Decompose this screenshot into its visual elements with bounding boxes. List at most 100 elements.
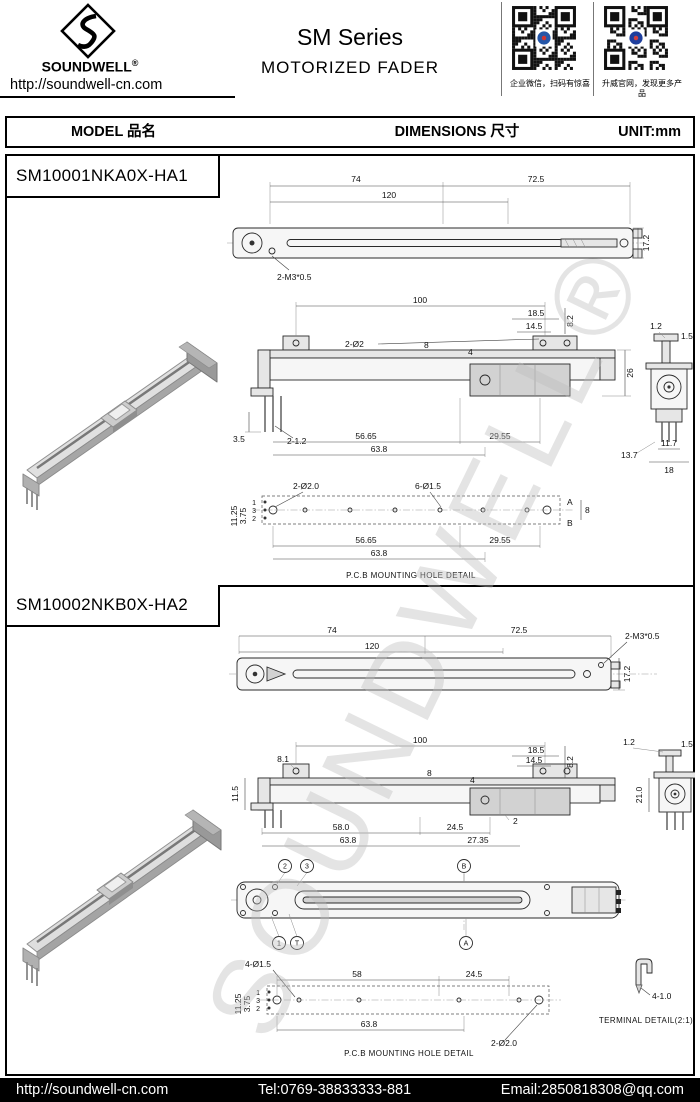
divider bbox=[593, 2, 594, 96]
pcb-dimensions: 2-Ø2.0 6-Ø1.5 11.25 3.75 1 3 2 A B 8 56.… bbox=[229, 481, 590, 562]
drawing-bottom-view-2: 2 3 B 1 T A bbox=[231, 859, 627, 950]
qr-finder-patterns bbox=[604, 6, 668, 70]
product-photo-2 bbox=[22, 809, 222, 986]
pin-label: 3 bbox=[256, 998, 260, 1005]
side-view-dimensions: 100 18.5 14.5 8.2 8.1 8 4 11.5 2 bbox=[230, 736, 575, 847]
dim-label: 8.1 bbox=[277, 754, 289, 764]
end-view-body bbox=[645, 333, 693, 442]
top-view-dimensions: 74 72.5 120 2-M3*0.5 17.2 bbox=[238, 625, 660, 691]
dim-label: 2-Ø2 bbox=[345, 339, 364, 349]
dim-label: 2-M3*0.5 bbox=[277, 272, 312, 282]
drawing-terminal-detail: 4-1.0 TERMINAL DETAIL(2:1) bbox=[599, 958, 693, 1025]
dim-label: 1.5 bbox=[681, 331, 693, 341]
header-url[interactable]: http://soundwell-cn.com bbox=[10, 77, 163, 93]
soundwell-logo bbox=[60, 3, 116, 59]
footer-tel: Tel:0769-38833333-881 bbox=[257, 1082, 412, 1098]
dim-label: 4-1.0 bbox=[652, 991, 672, 1001]
dim-label: 11.7 bbox=[661, 438, 677, 448]
dim-label: 18 bbox=[664, 465, 674, 475]
dim-label: 63.8 bbox=[371, 548, 388, 558]
marker-label: B bbox=[462, 864, 467, 871]
drawing-side-view-2: 100 18.5 14.5 8.2 8.1 8 4 11.5 2 bbox=[230, 736, 695, 847]
dim-label: 8.2 bbox=[565, 315, 575, 327]
dim-label: 17.2 bbox=[622, 665, 632, 682]
end-view-dimensions: 1.2 1.5 13.7 11.7 18 bbox=[621, 321, 693, 475]
dim-label: 100 bbox=[413, 295, 427, 305]
pin-label: 1 bbox=[256, 990, 260, 997]
col-header-model: MODEL 品名 bbox=[70, 124, 157, 140]
dim-label: B bbox=[567, 518, 573, 528]
terminal-shape bbox=[635, 958, 653, 995]
dimensions-table-body: SM10001NKA0X-HA1 bbox=[5, 154, 695, 1076]
pcb-caption: P.C.B MOUNTING HOLE DETAIL bbox=[346, 571, 476, 580]
marker-label: 1 bbox=[277, 941, 281, 948]
pcb-caption: P.C.B MOUNTING HOLE DETAIL bbox=[344, 1049, 474, 1058]
pin-label: 2 bbox=[256, 1006, 260, 1013]
dim-label: 2-M3*0.5 bbox=[625, 631, 660, 641]
dim-label: A bbox=[567, 497, 573, 507]
top-view-body bbox=[227, 227, 645, 259]
dim-label: 3.75 bbox=[242, 995, 252, 1012]
dim-label: 18.5 bbox=[528, 308, 545, 318]
dim-label: 21.0 bbox=[634, 786, 644, 803]
end-view-dimensions: 1.2 1.5 21.0 bbox=[623, 737, 693, 812]
side-view-dimensions: 100 18.5 14.5 8.2 2-Ø2 8 4 26 3.5 2-1. bbox=[233, 295, 635, 457]
dim-label: 120 bbox=[365, 641, 379, 651]
qr-caption-website: 升威官网，发现更多产品 bbox=[602, 79, 682, 98]
dim-label: 74 bbox=[351, 174, 361, 184]
footer-url[interactable]: http://soundwell-cn.com bbox=[16, 1082, 169, 1098]
drawing-pcb-detail-1: 2-Ø2.0 6-Ø1.5 11.25 3.75 1 3 2 A B 8 56.… bbox=[229, 481, 590, 580]
top-view-body bbox=[229, 657, 657, 691]
dim-label: 14.5 bbox=[526, 321, 543, 331]
drawing-pcb-detail-2: 4-Ø1.5 58 24.5 11.25 3.75 1 3 2 63.8 2-Ø… bbox=[233, 959, 561, 1058]
dim-label: 1.5 bbox=[681, 739, 693, 749]
end-view-body bbox=[653, 749, 695, 830]
bottom-view-body bbox=[231, 874, 627, 930]
qr-wechat: 企业微信，扫码有惊喜 bbox=[510, 4, 590, 89]
dim-label: 24.5 bbox=[466, 969, 483, 979]
dim-label: 2-Ø2.0 bbox=[491, 1038, 517, 1048]
marker-label: 3 bbox=[305, 864, 309, 871]
drawing-top-view-1: 74 72.5 120 17.2 2-M3*0.5 bbox=[227, 174, 651, 282]
bottom-view-markers: 2 3 B 1 T A bbox=[270, 859, 473, 950]
dim-label: 11.25 bbox=[233, 993, 243, 1014]
footer-email[interactable]: Email:2850818308@qq.com bbox=[500, 1082, 684, 1098]
dim-label: 29.55 bbox=[489, 535, 511, 545]
dim-label: 8 bbox=[424, 340, 429, 350]
dim-label: 24.5 bbox=[447, 822, 464, 832]
fader-render bbox=[22, 809, 222, 986]
dim-label: 8 bbox=[427, 768, 432, 778]
qr-website: 升威官网，发现更多产品 bbox=[602, 4, 682, 98]
row-divider bbox=[7, 585, 693, 587]
col-header-unit: UNIT:mm bbox=[618, 124, 681, 140]
dim-label: 63.8 bbox=[361, 1019, 378, 1029]
side-view-body bbox=[250, 335, 616, 432]
product-title: MOTORIZED FADER bbox=[260, 58, 440, 77]
col-header-dimensions: DIMENSIONS 尺寸 bbox=[394, 124, 520, 140]
header-qr-area: 企业微信，扫码有惊喜 升威官网，发现更多产品 bbox=[498, 0, 700, 98]
dim-label: 8.2 bbox=[565, 756, 575, 768]
dim-label: 29.55 bbox=[489, 431, 511, 441]
dim-label: 8 bbox=[585, 505, 590, 515]
dim-label: 6-Ø1.5 bbox=[415, 481, 441, 491]
dim-label: 72.5 bbox=[511, 625, 528, 635]
terminal-caption: TERMINAL DETAIL(2:1) bbox=[599, 1016, 693, 1025]
dim-label: 63.8 bbox=[340, 835, 357, 845]
dim-label: 100 bbox=[413, 736, 427, 745]
dim-label: 4 bbox=[468, 347, 473, 357]
divider bbox=[501, 2, 502, 96]
qr-finder-patterns bbox=[512, 6, 576, 70]
drawing-top-view-2: 74 72.5 120 2-M3*0.5 17.2 bbox=[229, 625, 660, 691]
pin-label: 1 bbox=[252, 500, 256, 507]
dim-label: 11.5 bbox=[230, 786, 240, 802]
dim-label: 4 bbox=[470, 775, 475, 785]
dim-label: 74 bbox=[327, 625, 337, 635]
dim-label: 26 bbox=[625, 368, 635, 378]
brand-name: SOUNDWELL® bbox=[41, 58, 139, 75]
dim-label: 3.75 bbox=[238, 507, 248, 524]
model-name-2: SM10002NKB0X-HA2 bbox=[7, 585, 220, 627]
pcb-outline bbox=[253, 495, 573, 525]
dim-label: 4-Ø1.5 bbox=[245, 959, 271, 969]
marker-label: A bbox=[464, 941, 469, 948]
fader-render bbox=[22, 341, 218, 510]
